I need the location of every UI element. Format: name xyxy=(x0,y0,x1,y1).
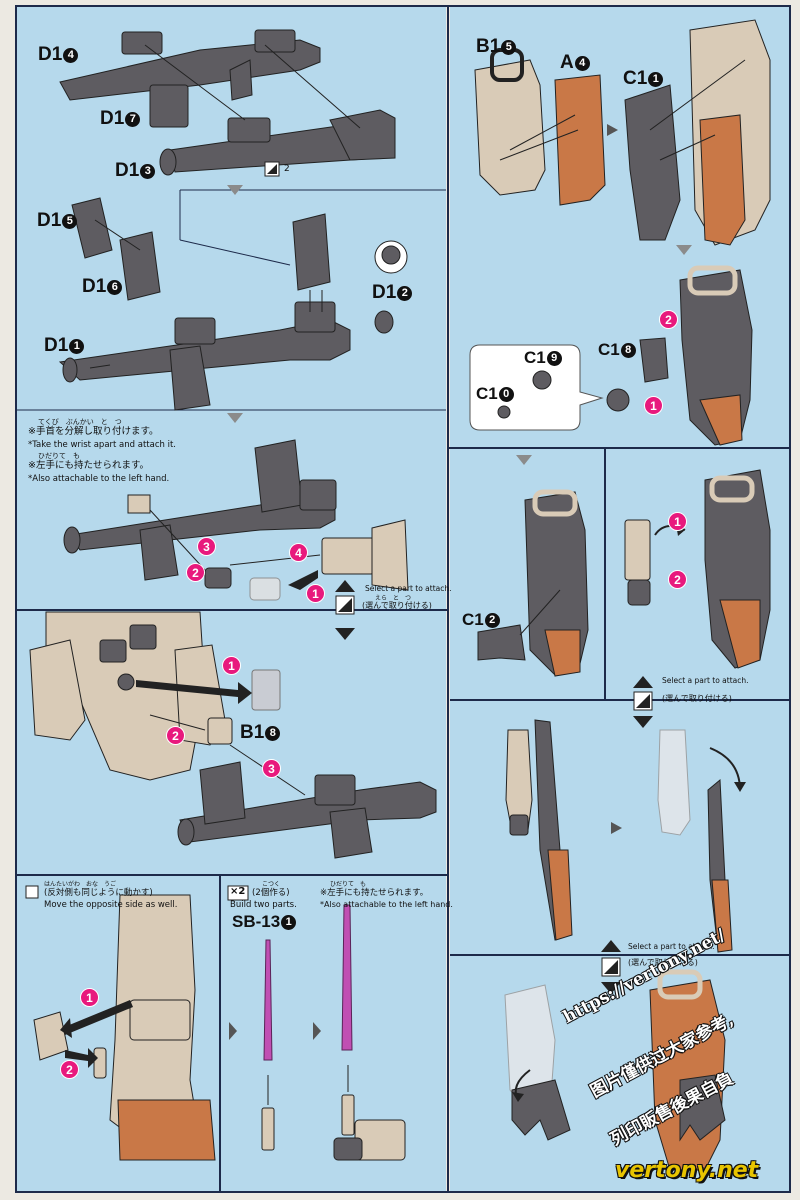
step-1-hip: 1 xyxy=(222,656,241,675)
step-4: 4 xyxy=(289,543,308,562)
step-2-hip: 2 xyxy=(166,726,185,745)
note-jp-1: ※手首を分解し取り付けます。 xyxy=(28,426,159,437)
step-2-arm: 2 xyxy=(668,570,687,589)
lh-furigana: ひだりて も xyxy=(330,881,367,888)
note-jp-2: ※左手にも持たせられます。 xyxy=(28,460,150,471)
left-hand-jp: ※左手にも持たせられます。 xyxy=(320,888,429,898)
left-hand-en: *Also attachable to the left hand. xyxy=(320,900,453,909)
step-1-arm: 1 xyxy=(668,512,687,531)
select-note-furigana: えら と つ xyxy=(375,595,412,602)
select-note-jp-bottom: (選んで取り付ける) xyxy=(628,958,698,967)
note-en-1: *Take the wrist apart and attach it. xyxy=(28,440,176,450)
flow-arrow xyxy=(229,1022,237,1040)
step-3-hip: 3 xyxy=(262,759,281,778)
opposite-furigana: はんたいがわ おな うご xyxy=(44,881,117,888)
step-1-leg: 1 xyxy=(80,988,99,1007)
x2-jp: (2個作る) xyxy=(252,888,290,898)
select-note-en-right: Select a part to attach. xyxy=(662,676,749,685)
opposite-en: Move the opposite side as well. xyxy=(44,900,178,910)
x2-en: Build two parts. xyxy=(230,900,297,910)
x2-badge: ×2 xyxy=(230,886,246,897)
step-1-shield: 1 xyxy=(644,396,663,415)
flow-arrow xyxy=(313,1022,321,1040)
note-en-2: *Also attachable to the left hand. xyxy=(28,474,170,484)
furigana-1: てくび ぶんかい と つ xyxy=(38,418,122,426)
step-2: 2 xyxy=(186,563,205,582)
select-note-en-bottom: Select a part to attach. xyxy=(628,942,715,951)
furigana-2: ひだりて も xyxy=(38,452,80,460)
step-2-leg: 2 xyxy=(60,1060,79,1079)
select-note-jp: (選んで取り付ける) xyxy=(362,601,432,610)
select-note-en: Select a part to attach. xyxy=(365,584,452,593)
step-1: 1 xyxy=(306,584,325,603)
select-note-jp-right: (選んで取り付ける) xyxy=(662,694,732,703)
opposite-jp: (反対側も同じように動かす) xyxy=(44,888,153,898)
watermark-site: vertony.net xyxy=(615,1158,759,1183)
step-2-shield: 2 xyxy=(659,310,678,329)
step-3: 3 xyxy=(197,537,216,556)
x2-furigana: こつく xyxy=(262,881,281,888)
ref-badge: 2 xyxy=(284,164,290,174)
